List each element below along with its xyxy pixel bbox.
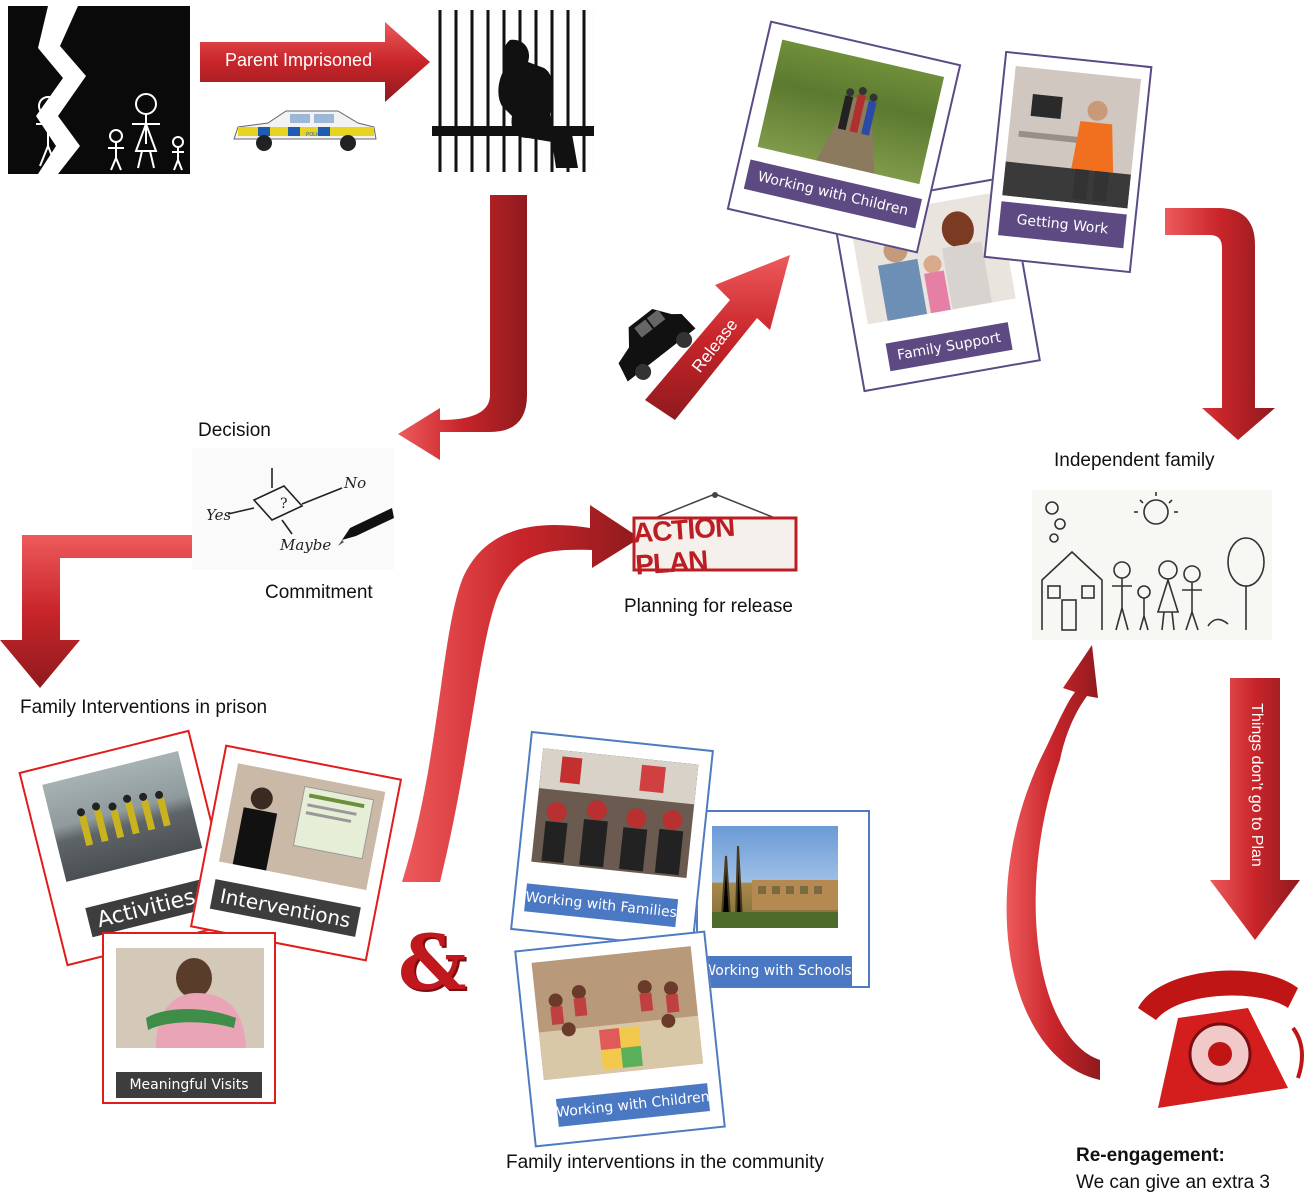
activities-card: Activities: [18, 729, 238, 967]
ampersand-symbol: &: [398, 918, 467, 1007]
family-support-label: Family Support: [885, 322, 1013, 372]
independent-family-label: Independent family: [1054, 450, 1215, 471]
decision-maybe: Maybe: [279, 536, 331, 554]
planning-for-release-label: Planning for release: [624, 596, 793, 617]
release-arrow: [645, 255, 790, 420]
working-with-children-bottom-label: Working with Children: [556, 1083, 710, 1127]
decision-to-interventions-arrow: [0, 535, 192, 688]
reengagement-title: Re-engagement:: [1076, 1145, 1225, 1166]
working-with-children-bottom-photo: [531, 946, 704, 1081]
reengagement-arrow: [1006, 645, 1100, 1080]
prison-to-decision-arrow: [398, 195, 527, 460]
decision-no: No: [343, 474, 366, 492]
interventions-photo: [218, 763, 386, 891]
red-telephone-image: [1128, 958, 1308, 1108]
parent-imprisoned-label: Parent Imprisoned: [225, 50, 373, 70]
working-with-children-top-photo: [757, 39, 945, 185]
action-plan-text: ACTION PLAN: [631, 510, 736, 580]
taxi-car-image: [577, 271, 724, 419]
family-interventions-community-label: Family interventions in the community: [506, 1152, 824, 1173]
getting-work-photo: [1002, 66, 1142, 209]
interventions-card: Interventions: [189, 744, 403, 962]
family-interventions-prison-label: Family Interventions in prison: [20, 697, 268, 718]
meaningful-visits-photo: [116, 948, 264, 1048]
working-with-families-card: Working with Families: [510, 730, 714, 950]
activities-photo: [42, 751, 203, 882]
interventions-label: Interventions: [209, 879, 361, 937]
things-dont-go-arrow: [1210, 678, 1300, 940]
working-with-schools-card: Working with Schools: [696, 810, 870, 988]
decision-yes: Yes: [206, 506, 231, 524]
independent-family-image: [1032, 490, 1272, 640]
commitment-label: Commitment: [265, 582, 373, 603]
working-with-schools-label: Working with Schools: [702, 956, 852, 986]
support-to-independent-arrow: [1165, 208, 1275, 440]
prisoner-image: [432, 10, 594, 172]
meaningful-visits-label: Meaningful Visits: [116, 1072, 262, 1098]
family-support-photo: [849, 192, 1016, 325]
working-with-children-top-card: Working with Children: [726, 20, 962, 254]
police-car-image: POLICE: [228, 105, 380, 155]
broken-family-image: [8, 6, 190, 174]
police-car-text: POLICE: [306, 132, 325, 138]
getting-work-card: Getting Work: [983, 50, 1153, 274]
working-with-families-photo: [531, 748, 699, 878]
decision-sketch-image: ? Yes No Maybe: [192, 448, 394, 570]
family-support-card: Family Support: [831, 175, 1041, 393]
parent-imprisoned-arrow: [200, 22, 430, 102]
meaningful-visits-card: Meaningful Visits: [102, 932, 276, 1104]
reengagement-text: We can give an extra 3: [1076, 1172, 1270, 1193]
working-with-children-bottom-card: Working with Children: [514, 930, 726, 1148]
interventions-to-plan-arrow: [402, 505, 640, 882]
activities-label: Activities: [85, 879, 208, 938]
working-with-families-label: Working with Families: [524, 883, 679, 928]
working-with-schools-photo: [712, 826, 838, 928]
decision-question: ?: [280, 496, 288, 512]
action-plan-image: ACTION PLAN: [630, 490, 800, 580]
decision-label: Decision: [198, 420, 271, 441]
getting-work-label: Getting Work: [997, 201, 1127, 249]
things-dont-go-label: Things don’t go to Plan: [1248, 703, 1265, 867]
